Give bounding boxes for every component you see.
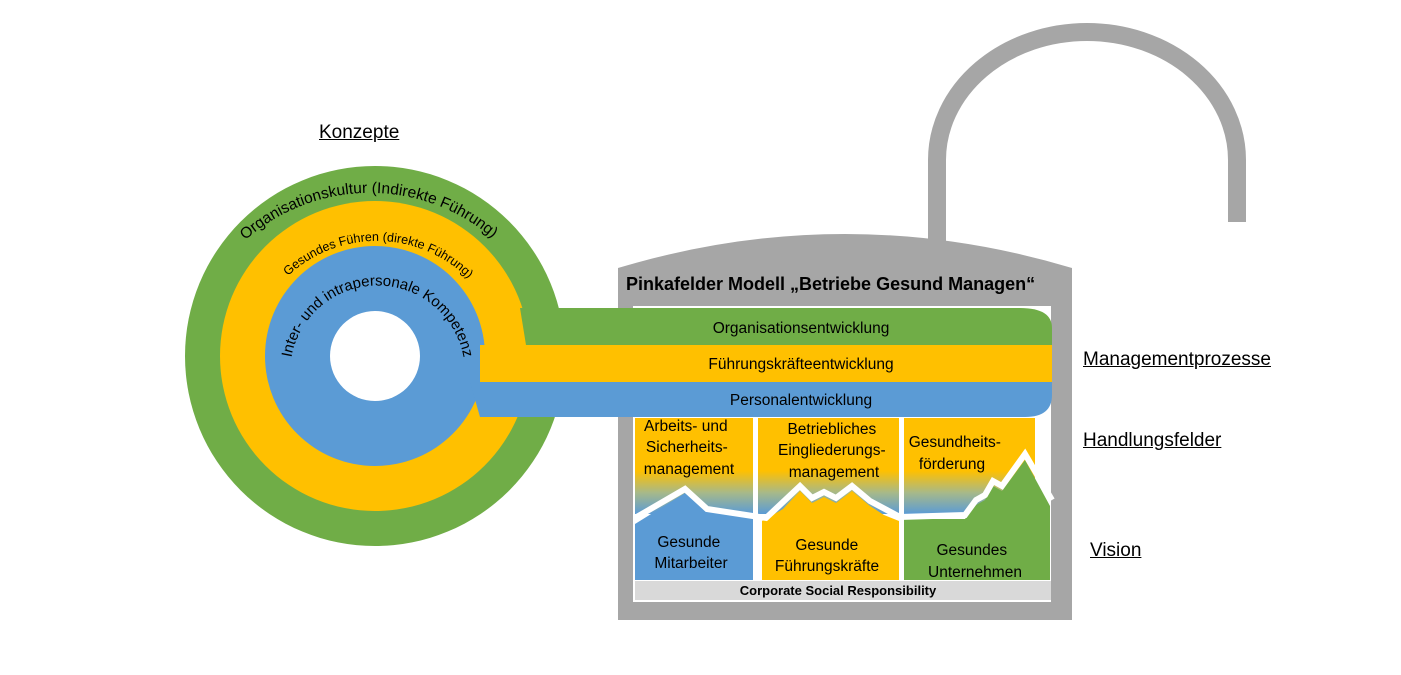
label-konzepte: Konzepte: [319, 122, 400, 143]
vision-fuehrungskraefte-text: Gesunde Führungskräfte: [775, 537, 879, 575]
band-organisationsentwicklung: [520, 308, 1052, 345]
band-organisation-label: Organisationsentwicklung: [713, 320, 890, 337]
csr-bar: [635, 581, 1051, 600]
band-fuehrungskraefteentwicklung: [480, 345, 1052, 382]
mountain-outline: [633, 448, 1055, 522]
vision-unternehmen-text: Gesundes Unternehmen: [928, 542, 1022, 581]
field-eingliederung-bg: [758, 418, 899, 514]
field-gf-text: Gesundheits- förderung: [909, 434, 1006, 473]
key-hole: [330, 311, 420, 401]
page-title: Pinkafelder Modell „Betriebe Gesund Mana…: [626, 274, 1035, 294]
band-fuehrung-label: Führungskräfteentwicklung: [708, 356, 893, 373]
label-managementprozesse: Managementprozesse: [1083, 349, 1271, 370]
lock-shackle: [928, 23, 1246, 250]
field-bem-text: Betriebliches Eingliederungs- management: [778, 421, 890, 481]
vision-unternehmen-block: [904, 460, 1050, 580]
csr-label: Corporate Social Responsibility: [740, 583, 937, 598]
vision-mitarbeiter-block: [635, 493, 753, 580]
label-vision: Vision: [1090, 540, 1142, 561]
label-handlungsfelder: Handlungsfelder: [1083, 430, 1222, 451]
vision-mitarbeiter-text: Gesunde Mitarbeiter: [654, 534, 727, 572]
band-personalentwicklung: [470, 382, 1052, 417]
vision-fuehrungskraefte-block: [762, 491, 899, 580]
band-personal-label: Personalentwicklung: [730, 392, 872, 409]
field-asm-text: Arbeits- und Sicherheits- management: [644, 418, 735, 478]
